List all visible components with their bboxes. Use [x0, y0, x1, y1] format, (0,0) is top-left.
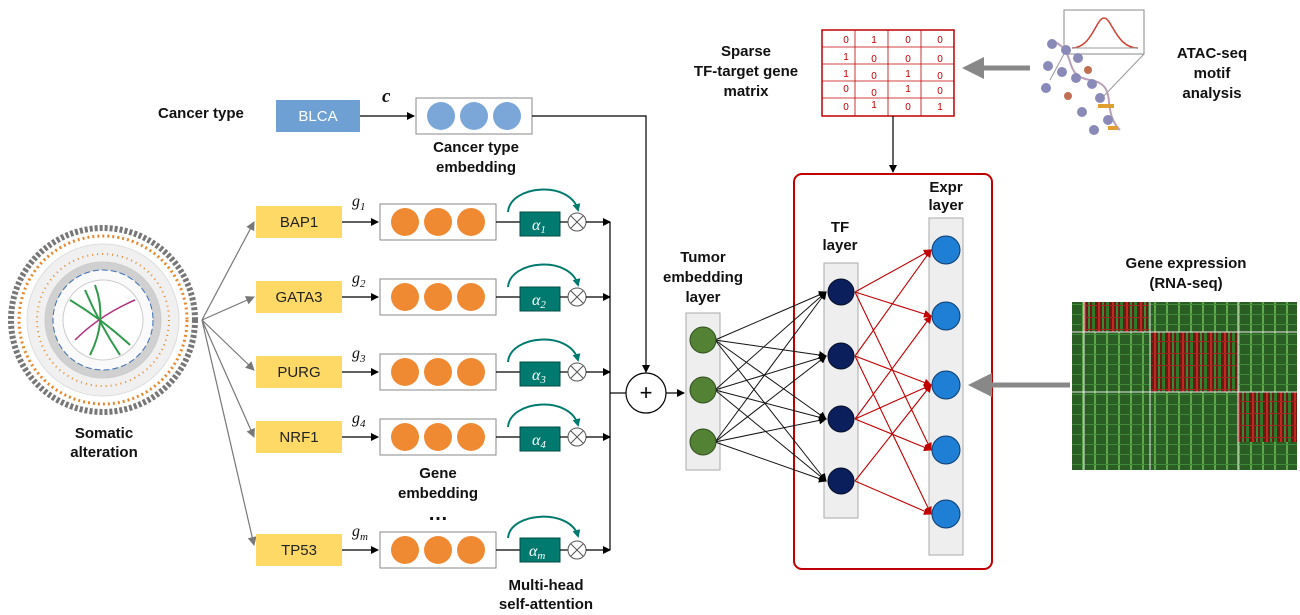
cancer-embedding-label-line1: Cancer type	[433, 139, 519, 156]
cancer-type-embedding	[415, 97, 533, 135]
attention-label-line1: Multi-head	[509, 577, 584, 594]
atac-label-line1: ATAC-seq	[1177, 45, 1247, 62]
svg-text:0: 0	[905, 35, 911, 46]
cancer-type-box	[276, 100, 360, 132]
gene-expression-label-line1: Gene expression	[1126, 255, 1247, 272]
svg-text:αm: αm	[529, 543, 545, 562]
attention-label-line2: self-attention	[499, 596, 593, 613]
cancer-symbol: c	[382, 86, 391, 107]
gene-row: PURG g3 α3	[256, 338, 611, 391]
gene-embedding-label-line2: embedding	[398, 485, 478, 502]
expr-nodes	[931, 235, 961, 529]
svg-text:0: 0	[905, 54, 911, 65]
svg-text:1: 1	[843, 52, 849, 63]
svg-text:0: 0	[937, 35, 943, 46]
atac-label-line2: motif	[1194, 65, 1232, 82]
gene-name: GATA3	[276, 289, 323, 306]
matrix-label-line3: matrix	[723, 83, 769, 100]
gene-row: NRF1 g4 α4	[256, 403, 611, 456]
tumor-label-line1: Tumor	[680, 249, 726, 266]
gene-embedding-label-line1: Gene	[419, 465, 457, 482]
svg-text:1: 1	[905, 84, 911, 95]
gene-row: TP53 gm αm	[256, 515, 611, 569]
gene-symbol: gm	[352, 523, 368, 543]
expr-layer-label-line2: layer	[928, 197, 963, 214]
svg-text:1: 1	[937, 102, 943, 113]
svg-text:0: 0	[843, 102, 849, 113]
cancer-type-label: Cancer type	[158, 105, 244, 122]
svg-text:0: 0	[937, 54, 943, 65]
expr-layer-label-line1: Expr	[929, 179, 963, 196]
svg-text:α1: α1	[532, 217, 546, 236]
fanout-arrows	[201, 221, 257, 546]
tf-nodes	[827, 278, 855, 495]
gene-box	[256, 206, 342, 238]
cancer-type-value: BLCA	[298, 108, 337, 125]
svg-text:α2: α2	[532, 292, 546, 311]
svg-text:0: 0	[937, 86, 943, 97]
gene-name: TP53	[281, 542, 317, 559]
gene-symbol: g3	[352, 345, 366, 365]
tumor-label-line3: layer	[685, 289, 720, 306]
gene-box	[256, 534, 342, 566]
plus-symbol: +	[640, 380, 653, 405]
gene-box	[256, 356, 342, 388]
attention-weight	[519, 426, 561, 452]
svg-text:0: 0	[937, 71, 943, 82]
attention-weight	[519, 361, 561, 387]
svg-text:1: 1	[843, 69, 849, 80]
svg-text:0: 0	[843, 84, 849, 95]
svg-text:0: 0	[871, 54, 877, 65]
gene-name: BAP1	[280, 214, 318, 231]
svg-text:1: 1	[871, 100, 877, 111]
gene-row: GATA3 g2 α2	[256, 263, 611, 316]
gene-row: BAP1 g1 α1	[256, 188, 611, 241]
gene-symbol: g2	[352, 270, 366, 290]
attention-weight	[519, 537, 561, 563]
svg-text:0: 0	[843, 35, 849, 46]
somatic-label-line1: Somatic	[75, 425, 133, 442]
atac-seq-illustration	[1041, 9, 1145, 135]
svg-text:1: 1	[905, 69, 911, 80]
tumor-nodes	[689, 326, 717, 456]
cancer-embedding-label-line2: embedding	[436, 159, 516, 176]
svg-text:1: 1	[871, 35, 877, 46]
ellipsis: …	[428, 503, 448, 525]
gene-name: PURG	[277, 364, 320, 381]
attention-weight	[519, 286, 561, 312]
atac-label-line3: analysis	[1182, 85, 1241, 102]
gene-name: NRF1	[279, 429, 318, 446]
tumor-label-line2: embedding	[663, 269, 743, 286]
tf-layer-label-line1: TF	[831, 219, 849, 236]
gene-expression-label-line2: (RNA-seq)	[1149, 275, 1222, 292]
somatic-label-line2: alteration	[70, 444, 138, 461]
circos-plot	[8, 225, 198, 415]
gene-box	[256, 281, 342, 313]
attention-weight	[519, 211, 561, 237]
matrix-label-line2: TF-target gene	[694, 63, 798, 80]
matrix-label-line1: Sparse	[721, 43, 771, 60]
gene-box	[256, 421, 342, 453]
gene-symbol: g1	[352, 193, 366, 213]
tf-expr-edges	[854, 249, 932, 515]
sparse-matrix: 0 1 0 0 1 0 0 0 1 0 1 0 0 0 1 0 0 1 0 1	[821, 29, 955, 117]
svg-text:α3: α3	[532, 367, 546, 386]
svg-text:α4: α4	[532, 432, 546, 451]
tumor-tf-edges	[714, 291, 827, 483]
svg-text:0: 0	[871, 71, 877, 82]
expression-heatmap	[1072, 302, 1297, 470]
gene-symbol: g4	[352, 410, 366, 430]
tf-layer-label-line2: layer	[822, 237, 857, 254]
svg-text:0: 0	[905, 102, 911, 113]
svg-text:0: 0	[871, 88, 877, 99]
